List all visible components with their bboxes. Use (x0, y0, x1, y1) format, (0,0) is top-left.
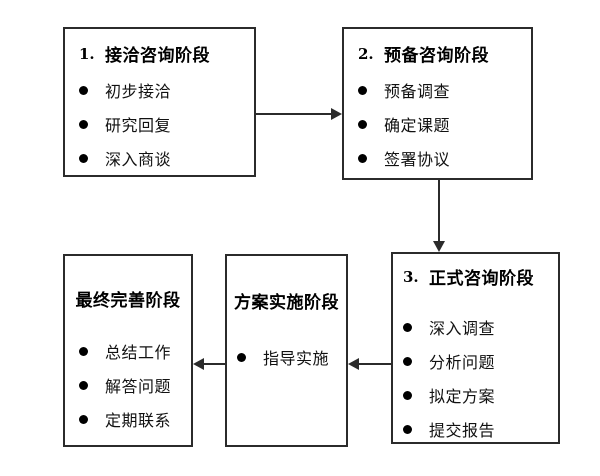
stage-1-item-1: 研究回复 (79, 112, 254, 136)
stage-3-item-2-label: 拟定方案 (429, 387, 496, 406)
stage-2-item-1: 确定课题 (358, 112, 531, 136)
arrow-stage4-to-stage5-head (193, 358, 204, 370)
stage-4-item-0: 指导实施 (237, 345, 346, 369)
stage-1-item-2: 深入商谈 (79, 146, 254, 170)
bullet-icon (79, 120, 105, 129)
stage-2-item-1-label: 确定课题 (384, 116, 451, 135)
stage-3-number: 3. (403, 267, 419, 286)
stage-3-item-0-label: 深入调查 (429, 319, 496, 338)
bullet-icon (358, 86, 384, 95)
stage-2-item-0: 预备调查 (358, 78, 531, 102)
arrow-stage2-to-stage3-head (433, 241, 445, 252)
stage-2-number: 2. (358, 44, 374, 63)
stage-3-item-1-label: 分析问题 (429, 353, 496, 372)
stage-5-item-0: 总结工作 (79, 339, 191, 363)
arrow-stage4-to-stage5-line (204, 363, 225, 365)
bullet-icon (79, 347, 105, 356)
arrow-stage1-to-stage2-line (256, 113, 331, 115)
stage-4-item-0-label: 指导实施 (263, 349, 330, 368)
stage-5-header: 最终完善阶段 (65, 286, 191, 311)
stage-box-2[interactable]: 2. 预备咨询阶段 预备调查 确定课题 签署协议 (342, 27, 533, 180)
bullet-icon (79, 86, 105, 95)
arrow-stage3-to-stage4-head (348, 358, 359, 370)
stage-3-header: 3. 正式咨询阶段 (403, 264, 558, 290)
stage-box-3[interactable]: 3. 正式咨询阶段 深入调查 分析问题 拟定方案 提交报告 (391, 252, 560, 444)
bullet-icon (403, 323, 429, 332)
stage-2-title: 预备咨询阶段 (384, 46, 489, 66)
bullet-icon (237, 353, 263, 362)
stage-1-item-1-label: 研究回复 (105, 116, 172, 135)
stage-3-item-2: 拟定方案 (403, 383, 558, 407)
arrow-stage2-to-stage3-line (438, 180, 440, 241)
stage-4-title: 方案实施阶段 (234, 293, 339, 313)
bullet-icon (403, 357, 429, 366)
stage-3-item-1: 分析问题 (403, 349, 558, 373)
stage-3-item-3-label: 提交报告 (429, 421, 496, 440)
bullet-icon (79, 381, 105, 390)
stage-1-item-0-label: 初步接洽 (105, 82, 172, 101)
bullet-icon (79, 415, 105, 424)
stage-2-header: 2. 预备咨询阶段 (358, 41, 531, 67)
stage-box-4[interactable]: 方案实施阶段 指导实施 (225, 254, 348, 447)
stage-5-item-1: 解答问题 (79, 373, 191, 397)
stage-5-item-2: 定期联系 (79, 407, 191, 431)
stage-1-title: 接洽咨询阶段 (105, 46, 210, 66)
stage-3-title: 正式咨询阶段 (429, 269, 534, 289)
stage-5-item-0-label: 总结工作 (105, 343, 172, 362)
arrow-stage3-to-stage4-line (359, 363, 391, 365)
stage-1-header: 1. 接洽咨询阶段 (79, 41, 254, 67)
stage-3-item-3: 提交报告 (403, 417, 558, 441)
stage-1-item-0: 初步接洽 (79, 78, 254, 102)
bullet-icon (358, 154, 384, 163)
stage-5-title: 最终完善阶段 (75, 291, 181, 311)
stage-2-item-2: 签署协议 (358, 146, 531, 170)
stage-2-item-0-label: 预备调查 (384, 82, 451, 101)
stage-5-item-2-label: 定期联系 (105, 411, 172, 430)
bullet-icon (358, 120, 384, 129)
stage-3-item-0: 深入调查 (403, 315, 558, 339)
stage-5-item-1-label: 解答问题 (105, 377, 172, 396)
stage-4-header: 方案实施阶段 (227, 288, 346, 313)
bullet-icon (79, 154, 105, 163)
bullet-icon (403, 391, 429, 400)
arrow-stage1-to-stage2-head (331, 108, 342, 120)
stage-1-number: 1. (79, 44, 95, 63)
stage-2-item-2-label: 签署协议 (384, 150, 451, 169)
stage-1-item-2-label: 深入商谈 (105, 150, 172, 169)
stage-box-5[interactable]: 最终完善阶段 总结工作 解答问题 定期联系 (63, 254, 193, 447)
stage-box-1[interactable]: 1. 接洽咨询阶段 初步接洽 研究回复 深入商谈 (63, 27, 256, 177)
bullet-icon (403, 425, 429, 434)
